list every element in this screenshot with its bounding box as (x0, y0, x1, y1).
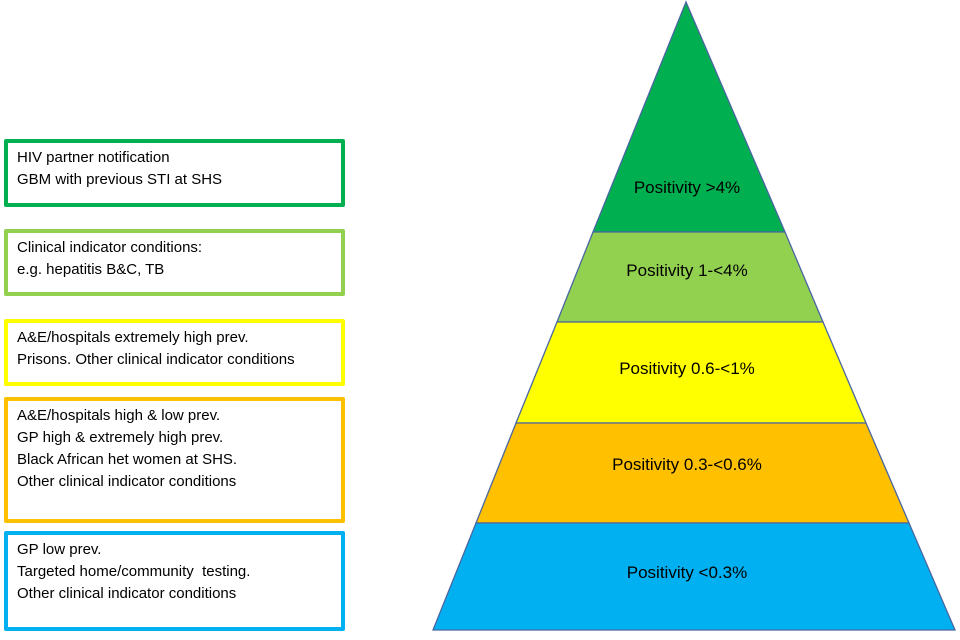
box-line: GP low prev. (17, 541, 102, 558)
pyramid-level-4-label: Positivity 0.3-<0.6% (612, 455, 762, 474)
pyramid-level-2-label: Positivity 1-<4% (626, 261, 747, 280)
pyramid-level-3-label: Positivity 0.6-<1% (619, 359, 755, 378)
info-box-positivity-1-4: Clinical indicator conditions: e.g. hepa… (4, 229, 345, 296)
box-line: Other clinical indicator conditions (17, 473, 237, 490)
box-line: A&E/hospitals extremely high prev. (17, 329, 249, 346)
box-line: Targeted home/community testing. (17, 563, 251, 580)
box-line: Prisons. Other clinical indicator condit… (17, 351, 295, 368)
box-line: GP high & extremely high prev. (17, 429, 224, 446)
info-box-positivity-lt03: GP low prev. Targeted home/community tes… (4, 531, 345, 631)
box-line: HIV partner notification (17, 149, 170, 166)
info-box-positivity-06-1: A&E/hospitals extremely high prev. Priso… (4, 319, 345, 386)
pyramid-level-1 (592, 0, 786, 233)
pyramid-level-5 (432, 522, 956, 631)
info-box-positivity-03-06: A&E/hospitals high & low prev. GP high &… (4, 397, 345, 523)
box-line: Other clinical indicator conditions (17, 585, 237, 602)
box-line: Black African het women at SHS. (17, 451, 238, 468)
box-line: A&E/hospitals high & low prev. (17, 407, 221, 424)
box-line: GBM with previous STI at SHS (17, 171, 223, 188)
box-line: e.g. hepatitis B&C, TB (17, 261, 165, 278)
pyramid-level-5-label: Positivity <0.3% (627, 563, 747, 582)
box-line: Clinical indicator conditions: (17, 239, 203, 256)
info-box-positivity-gt4: HIV partner notification GBM with previo… (4, 139, 345, 207)
pyramid-level-1-label: Positivity >4% (634, 178, 740, 197)
